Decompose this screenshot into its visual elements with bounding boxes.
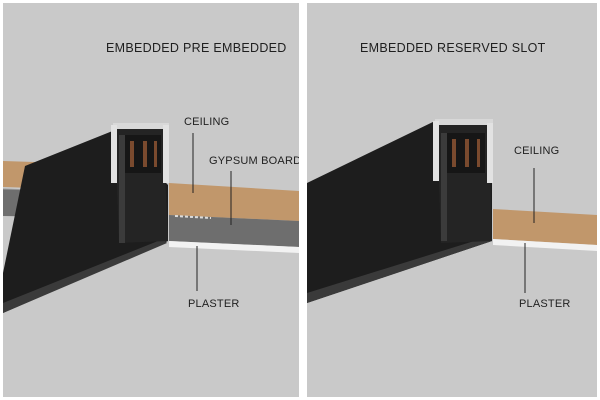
plaster-strip — [169, 241, 299, 253]
copper-rail-1 — [452, 139, 456, 167]
reserved-slot-illustration — [307, 119, 597, 303]
track-highlight — [3, 239, 167, 313]
label-plaster-right: PLASTER — [519, 298, 571, 310]
plaster-strip — [493, 239, 597, 251]
panel-title-left: EMBEDDED PRE EMBEDDED — [106, 41, 287, 55]
panel-embedded-reserved-slot: EMBEDDED RESERVED SLOT CEILING PLASTER — [307, 3, 597, 397]
label-ceiling-left: CEILING — [184, 116, 230, 128]
track-rim-right — [163, 125, 169, 183]
track-rim-left — [111, 125, 117, 183]
copper-rail-2 — [465, 139, 469, 167]
copper-rail-3 — [477, 139, 480, 167]
copper-rail-2 — [143, 141, 147, 167]
label-plaster-left: PLASTER — [188, 298, 240, 310]
track-rim — [435, 119, 493, 125]
copper-rail-3 — [154, 141, 157, 167]
ceiling-wood-front — [169, 183, 299, 221]
panel-title-right: EMBEDDED RESERVED SLOT — [360, 41, 546, 55]
copper-rail-1 — [130, 141, 134, 167]
track-inner-left-wall — [441, 133, 447, 241]
gypsum-dash — [174, 215, 212, 219]
ceiling-wood-front — [493, 209, 597, 245]
track-inner-left-wall — [119, 135, 125, 243]
track-rim-left — [433, 121, 439, 181]
track-rim — [113, 123, 169, 129]
panel-embedded-pre-embedded: EMBEDDED PRE EMBEDDED CEILING GYPSUM BOA… — [3, 3, 299, 397]
label-gypsum-board: GYPSUM BOARD — [209, 155, 299, 167]
pre-embedded-illustration — [3, 123, 299, 313]
track-highlight — [307, 237, 492, 303]
label-ceiling-right: CEILING — [514, 145, 560, 157]
gypsum-board-front — [169, 215, 299, 247]
track-rim-right — [487, 123, 493, 183]
